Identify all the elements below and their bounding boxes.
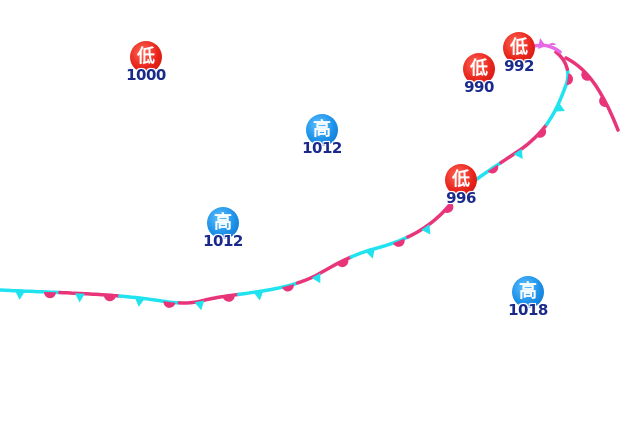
low-pressure-symbol: 低 bbox=[463, 53, 495, 85]
pressure-center-high-1012-a: 高 1012 bbox=[292, 114, 352, 157]
stationary-front-segment bbox=[349, 235, 410, 259]
warm-front-barb bbox=[163, 301, 176, 308]
pressure-value: 990 bbox=[464, 78, 494, 96]
warm-front-east-segment bbox=[564, 56, 620, 132]
cold-front-barb bbox=[554, 102, 565, 112]
pressure-value: 1000 bbox=[126, 66, 166, 84]
occluded-front-barb bbox=[538, 38, 546, 49]
stationary-front-segment bbox=[554, 50, 570, 71]
pressure-center-high-1018: 高 1018 bbox=[498, 276, 558, 319]
pressure-value: 1012 bbox=[302, 139, 342, 157]
warm-front-barb bbox=[487, 164, 499, 174]
stationary-front-segment bbox=[118, 294, 182, 305]
stationary-front-segment bbox=[499, 122, 549, 165]
pressure-center-low-990: 低 990 bbox=[449, 53, 509, 96]
stationary-front-segment bbox=[295, 255, 354, 285]
cold-front-barb bbox=[311, 273, 321, 284]
cold-front-barb bbox=[74, 293, 85, 303]
warm-front-barb bbox=[336, 258, 349, 268]
pressure-center-low-992: 低 992 bbox=[489, 32, 549, 75]
pressure-value: 1018 bbox=[508, 301, 548, 319]
cold-front-barb bbox=[15, 290, 25, 300]
stationary-front-segment bbox=[0, 288, 62, 295]
warm-front-barb bbox=[599, 95, 608, 107]
warm-front-barb bbox=[536, 127, 547, 138]
fronts-layer bbox=[0, 38, 620, 311]
pressure-value: 996 bbox=[446, 189, 476, 207]
low-pressure-symbol: 低 bbox=[130, 41, 162, 73]
high-pressure-symbol: 高 bbox=[512, 276, 544, 308]
warm-front-barb bbox=[222, 294, 235, 302]
high-pressure-symbol: 高 bbox=[207, 207, 239, 239]
pressure-center-low-1000: 低 1000 bbox=[116, 41, 176, 84]
cold-front-barb bbox=[134, 297, 145, 307]
cold-front-barb bbox=[421, 224, 431, 235]
warm-front-barb bbox=[282, 284, 294, 292]
occluded-front-line bbox=[532, 43, 562, 54]
warm-front-barb bbox=[393, 238, 405, 247]
cold-front-barb bbox=[365, 248, 375, 259]
warm-front-barb bbox=[43, 291, 56, 299]
cold-front-barb bbox=[253, 290, 264, 301]
stationary-front-segment bbox=[58, 290, 122, 298]
warm-front-barb bbox=[566, 73, 574, 86]
stationary-front-segment bbox=[544, 67, 570, 127]
pressure-value: 1012 bbox=[203, 232, 243, 250]
high-pressure-symbol: 高 bbox=[306, 114, 338, 146]
pressure-center-high-1012-b: 高 1012 bbox=[193, 207, 253, 250]
cold-front-barb bbox=[194, 300, 205, 311]
warm-front-guide bbox=[566, 58, 618, 130]
pressure-value: 992 bbox=[504, 57, 534, 75]
low-pressure-symbol: 低 bbox=[445, 164, 477, 196]
warm-front-barb bbox=[581, 70, 592, 81]
pressure-center-low-996: 低 996 bbox=[431, 164, 491, 207]
warm-front-barb bbox=[443, 202, 454, 213]
warm-front-barb bbox=[103, 294, 116, 302]
occluded-front-barb bbox=[549, 42, 556, 45]
stationary-front-segment bbox=[177, 292, 241, 305]
low-pressure-symbol: 低 bbox=[503, 32, 535, 64]
cold-front-barb bbox=[513, 148, 523, 159]
